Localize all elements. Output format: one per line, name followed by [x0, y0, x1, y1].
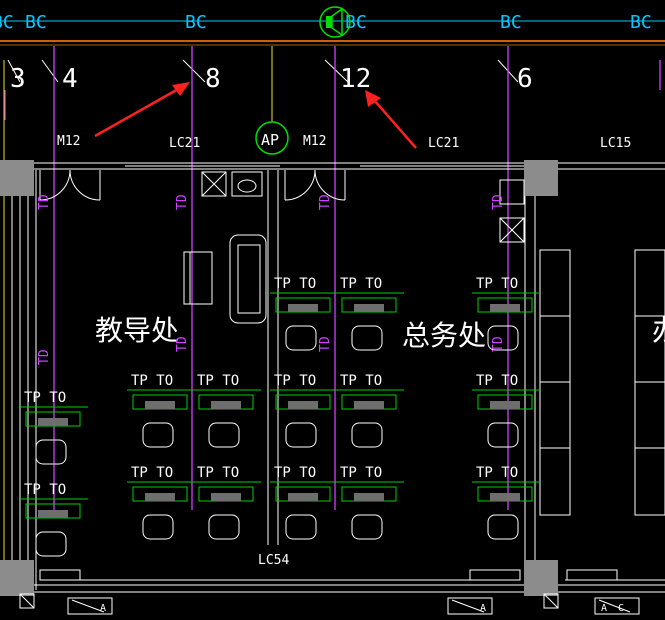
desk-screen: [490, 493, 520, 501]
desk-screen: [211, 401, 241, 409]
top-marker-2: BC: [185, 12, 207, 33]
chair: [487, 514, 519, 540]
outlet-label-tp-to: TP TO: [24, 482, 66, 498]
td-label: TD: [37, 349, 52, 365]
desk-screen: [490, 304, 520, 312]
door-label-middle: M12: [303, 134, 326, 149]
outlet-label-tp-to: TP TO: [24, 390, 66, 406]
chair: [208, 514, 240, 540]
td-label: TD: [37, 194, 52, 210]
annotation-arrow-right: [365, 90, 417, 149]
footer-mark-a3: A: [601, 603, 607, 614]
window-label-1: LC21: [169, 136, 200, 151]
chair: [351, 514, 383, 540]
access-point-icon: [255, 121, 289, 155]
footer-mark-a2: A: [480, 603, 486, 614]
chair: [487, 325, 519, 351]
outlet-label-tp-to: TP TO: [476, 465, 518, 481]
td-label: TD: [318, 336, 333, 352]
td-outlets: TD TD TD TD TD TD TD TD: [37, 194, 506, 365]
structural-columns: [0, 160, 558, 596]
desk-screen: [354, 401, 384, 409]
outlet-label-tp-to: TP TO: [340, 276, 382, 292]
td-label: TD: [175, 336, 190, 352]
chair: [208, 422, 240, 448]
desk-screen: [490, 401, 520, 409]
top-grid-strip: BC BC BC BC BC BC: [0, 6, 665, 46]
desk-screen: [288, 493, 318, 501]
chair: [351, 422, 383, 448]
td-label: TD: [318, 194, 333, 210]
desk-screen: [211, 493, 241, 501]
chair: [35, 439, 67, 465]
door-swings: [39, 169, 346, 201]
annotation-arrow-left: [94, 82, 190, 138]
top-marker-5: BC: [630, 12, 652, 33]
outlet-label-tp-to: TP TO: [274, 373, 316, 389]
outlet-label-tp-to: TP TO: [197, 465, 239, 481]
desk-screen: [288, 401, 318, 409]
top-marker-1: BC: [25, 12, 47, 33]
sink-fixture: [201, 171, 525, 243]
desk-screen: [145, 493, 175, 501]
footer-mark-c: C: [618, 603, 624, 614]
sofa: [183, 234, 267, 324]
desk-screen: [145, 401, 175, 409]
chair: [285, 514, 317, 540]
outlet-label-tp-to: TP TO: [131, 465, 173, 481]
room-name-middle: 总务处: [402, 319, 486, 352]
top-marker-3: BC: [345, 12, 367, 33]
chair: [487, 422, 519, 448]
room-name-left: 教导处: [95, 314, 179, 347]
outlet-label-tp-to: TP TO: [340, 373, 382, 389]
chair: [351, 325, 383, 351]
footer-window-marks: [19, 569, 640, 615]
room-name-right: 办: [652, 314, 665, 347]
outlet-label-tp-to: TP TO: [274, 276, 316, 292]
axis-label-12: 12: [340, 64, 371, 94]
outlet-label-tp-to: TP TO: [476, 373, 518, 389]
window-label-2: LC21: [428, 136, 459, 151]
chair: [142, 514, 174, 540]
window-label-3: LC15: [600, 136, 631, 151]
chair: [35, 531, 67, 557]
td-label: TD: [491, 336, 506, 352]
axis-label-6: 6: [517, 64, 533, 94]
outlet-label-tp-to: TP TO: [131, 373, 173, 389]
axis-label-3: 3: [10, 64, 26, 94]
desk-screen: [354, 493, 384, 501]
shelving: [539, 249, 665, 516]
access-point-label: AP: [261, 131, 279, 149]
axis-label-4: 4: [62, 64, 78, 94]
chair: [285, 325, 317, 351]
top-marker-4: BC: [500, 12, 522, 33]
footer-mark-a1: A: [100, 603, 106, 614]
outlet-label-tp-to: TP TO: [340, 465, 382, 481]
chair: [142, 422, 174, 448]
td-label: TD: [491, 194, 506, 210]
desk-screen: [288, 304, 318, 312]
outlet-label-tp-to: TP TO: [197, 373, 239, 389]
td-label: TD: [175, 194, 190, 210]
outlet-label-tp-to: TP TO: [274, 465, 316, 481]
window-label-4: LC54: [258, 553, 289, 568]
desk-screen: [354, 304, 384, 312]
outlet-label-tp-to: TP TO: [476, 276, 518, 292]
desk-screen: [38, 418, 68, 426]
top-marker-6: BC: [0, 12, 14, 33]
workstation-groups: TP TO TP TO TP TO TP TO TP TO TP TO TP TO TP TO…: [20, 276, 540, 557]
network-cable-lines: [4, 46, 661, 510]
speaker-icon: [319, 6, 351, 38]
door-label-left: M12: [57, 134, 80, 149]
desk-screen: [38, 510, 68, 518]
chair: [285, 422, 317, 448]
axis-label-8: 8: [205, 64, 221, 94]
